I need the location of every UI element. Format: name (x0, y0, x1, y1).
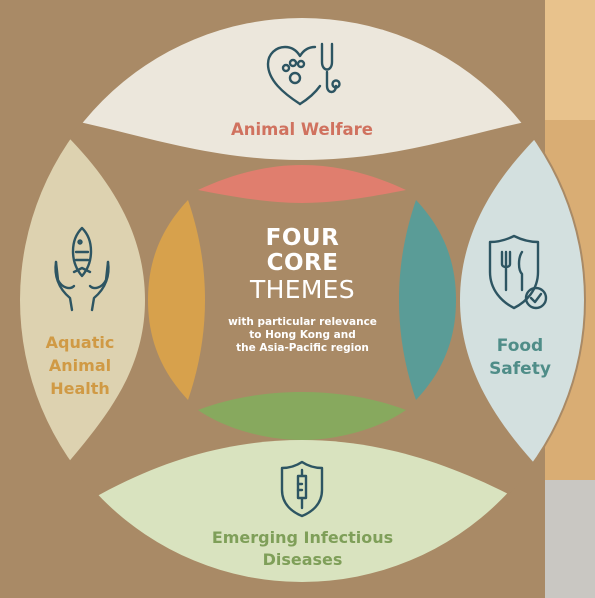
center-subtitle-line-3: the Asia-Pacific region (236, 342, 369, 354)
segment-top-label: Animal Welfare (177, 120, 427, 139)
segment-right-label: Food Safety (470, 335, 570, 381)
animal-welfare-label: Animal Welfare (231, 120, 373, 139)
center-title-line-2: CORE (266, 250, 339, 276)
aquatic-label-line-3: Health (50, 379, 110, 398)
food-safety-label-line-2: Safety (489, 359, 551, 379)
heart-paw-stethoscope-icon (266, 42, 341, 106)
segment-left-lens (148, 200, 205, 400)
food-safety-label-line-1: Food (496, 336, 544, 356)
center-subtitle: with particular relevance to Hong Kong a… (195, 316, 410, 355)
segment-top-lens (198, 165, 406, 203)
aquatic-label-line-1: Aquatic (45, 333, 115, 352)
segment-bottom-label: Emerging Infectious Diseases (170, 527, 435, 571)
segment-right-lens (399, 200, 456, 400)
shield-syringe-icon (280, 460, 324, 518)
center-subtitle-line-2: to Hong Kong and (249, 329, 356, 341)
segment-bottom-lens (198, 392, 406, 440)
center-title-line-3: THEMES (250, 275, 355, 304)
segment-left-label: Aquatic Animal Health (25, 331, 135, 400)
hands-fish-icon (54, 226, 110, 312)
center-title-line-1: FOUR (265, 225, 340, 251)
aquatic-label-line-2: Animal (48, 356, 112, 375)
emerging-label-line-1: Emerging Infectious (211, 528, 394, 547)
disc-background (18, 16, 586, 584)
center-title-block: FOUR CORE THEMES with particular relevan… (195, 226, 410, 355)
center-subtitle-line-1: with particular relevance (228, 316, 377, 328)
emerging-label-line-2: Diseases (262, 550, 343, 569)
shield-utensils-check-icon (488, 234, 548, 310)
